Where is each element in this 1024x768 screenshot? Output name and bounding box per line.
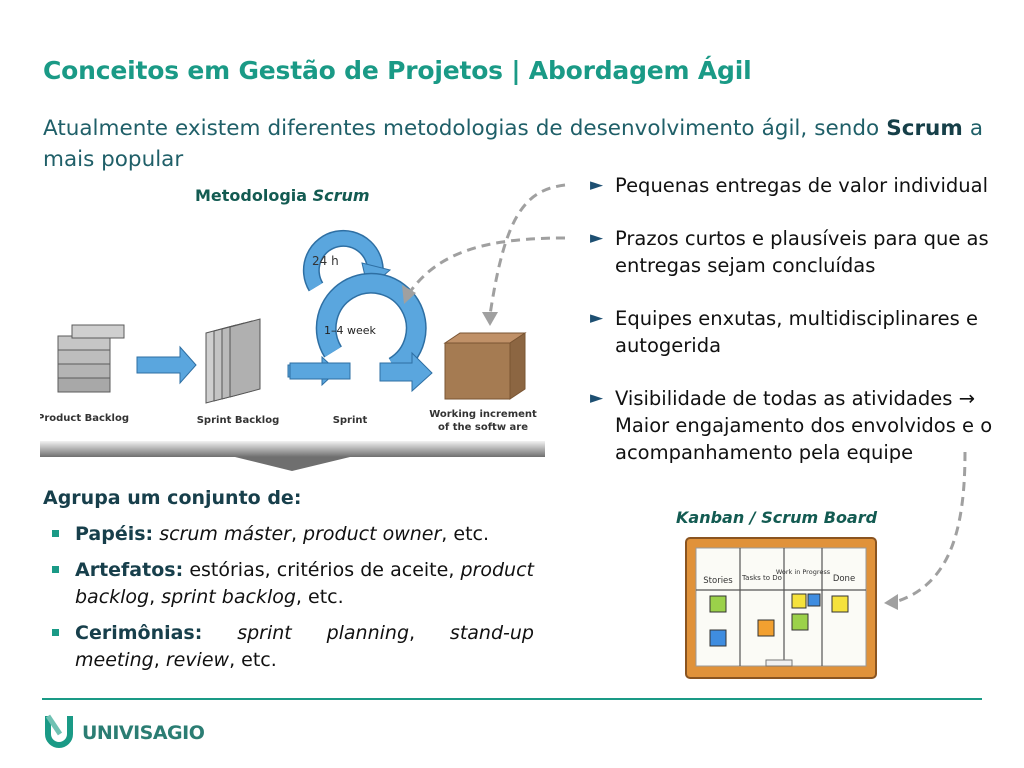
benefit-item: ► Prazos curtos e plausíveis para que as …: [590, 225, 1010, 279]
square-bullet-icon: [52, 566, 59, 573]
intro-paragraph: Atualmente existem diferentes metodologi…: [43, 113, 983, 175]
slide-title: Conceitos em Gestão de Projetos | Aborda…: [43, 56, 752, 85]
grouping-text: product owner: [303, 523, 442, 545]
intro-after: a mais popular: [43, 116, 984, 172]
sticky-note: [807, 593, 821, 607]
grouping-label: Cerimônias:: [75, 622, 203, 644]
benefit-item: ► Equipes enxutas, multidisciplinares e a…: [590, 305, 1010, 359]
pointer-down-icon: [235, 457, 350, 471]
grouping-text: sprint planning: [202, 622, 410, 644]
grouping-heading: Agrupa um conjunto de:: [43, 487, 302, 509]
diagram-title: Metodologia Scrum: [195, 186, 370, 205]
sprint-backlog-icon: [205, 318, 261, 404]
kanban-column-stories: Stories: [703, 576, 733, 586]
grouping-text: ,: [153, 649, 166, 671]
triangle-bullet-icon: ►: [590, 175, 604, 195]
sprint-backlog-label: Sprint Backlog: [197, 415, 280, 426]
arrow-right-icon: [136, 345, 197, 385]
divider-bar: [40, 441, 545, 457]
grouping-text: ,: [290, 523, 304, 545]
sticky-note: [709, 629, 727, 647]
sprint-cycle-icon: [289, 272, 433, 393]
sticky-note: [831, 595, 849, 613]
arrowhead-icon: [884, 594, 898, 610]
sprint-cycle-label: 1–4 week: [324, 324, 377, 337]
benefit-text: Visibilidade de todas as atividades → Ma…: [615, 387, 993, 464]
diagram-title-prefix: Metodologia: [195, 186, 313, 205]
benefit-item: ► Pequenas entregas de valor individual: [590, 172, 1010, 199]
sticky-note: [791, 593, 807, 609]
grouping-label: Artefatos:: [75, 559, 184, 581]
product-backlog-icon: [57, 324, 125, 393]
grouping-text: , etc.: [441, 523, 490, 545]
sprint-label: Sprint: [333, 415, 368, 426]
grouping-text: , etc.: [295, 586, 344, 608]
grouping-label: Papéis:: [75, 523, 154, 545]
benefits-list: ► Pequenas entregas de valor individual ►…: [590, 172, 1010, 492]
increment-label-2: of the softw are: [438, 422, 528, 433]
sticky-note: [709, 595, 727, 613]
kanban-column-tasks: Tasks to Do: [741, 574, 782, 582]
sticky-note: [791, 613, 809, 631]
increment-box-icon: [443, 332, 527, 400]
triangle-bullet-icon: ►: [590, 228, 604, 248]
benefit-text: Pequenas entregas de valor individual: [615, 174, 988, 197]
triangle-bullet-icon: ►: [590, 388, 604, 408]
product-backlog-label: Product Backlog: [40, 413, 129, 424]
grouping-text: ,: [149, 586, 162, 608]
grouping-text: ,: [409, 622, 450, 644]
grouping-text: scrum máster: [159, 523, 291, 545]
sticky-note: [757, 619, 775, 637]
footer-rule: [42, 698, 982, 700]
benefit-item: ► Visibilidade de todas as atividades → M…: [590, 385, 1010, 466]
square-bullet-icon: [52, 530, 59, 537]
univisagio-logo-icon: [45, 714, 73, 748]
brand-name: UNIVISAGIO: [82, 722, 205, 744]
daily-cycle-label: 24 h: [312, 254, 339, 268]
grouping-text: sprint backlog: [161, 586, 296, 608]
square-bullet-icon: [52, 629, 59, 636]
benefit-text: Equipes enxutas, multidisciplinares e au…: [615, 307, 979, 357]
intro-emphasis: Scrum: [886, 116, 963, 141]
intro-before: Atualmente existem diferentes metodologi…: [43, 116, 887, 141]
eraser: [765, 659, 793, 667]
grouping-text: review: [165, 649, 230, 671]
benefit-text: Prazos curtos e plausíveis para que as e…: [615, 227, 989, 277]
grouping-text: estórias, critérios de aceite,: [183, 559, 461, 581]
scrum-diagram: 24 h 1–4 week Product Backlog Sprint Bac…: [40, 229, 545, 471]
diagram-title-emphasis: Scrum: [312, 186, 370, 205]
grouping-text: , etc.: [229, 649, 277, 671]
kanban-column-done: Done: [833, 574, 855, 584]
grouping-text: stand-up meeting: [75, 622, 534, 671]
kanban-title: Kanban / Scrum Board: [676, 508, 878, 527]
increment-label-1: Working increment: [429, 409, 537, 420]
triangle-bullet-icon: ►: [590, 308, 604, 328]
grouping-item: Cerimônias: sprint planning, stand-up me…: [52, 620, 534, 674]
kanban-board: Stories Tasks to Do Work in Progress Don…: [685, 537, 877, 679]
grouping-item: Artefatos: estórias, critérios de aceite…: [52, 557, 534, 611]
grouping-text: product backlog: [75, 559, 534, 608]
grouping-item: Papéis: scrum máster, product owner, etc…: [52, 521, 534, 548]
kanban-column-wip: Work in Progress: [776, 568, 831, 576]
